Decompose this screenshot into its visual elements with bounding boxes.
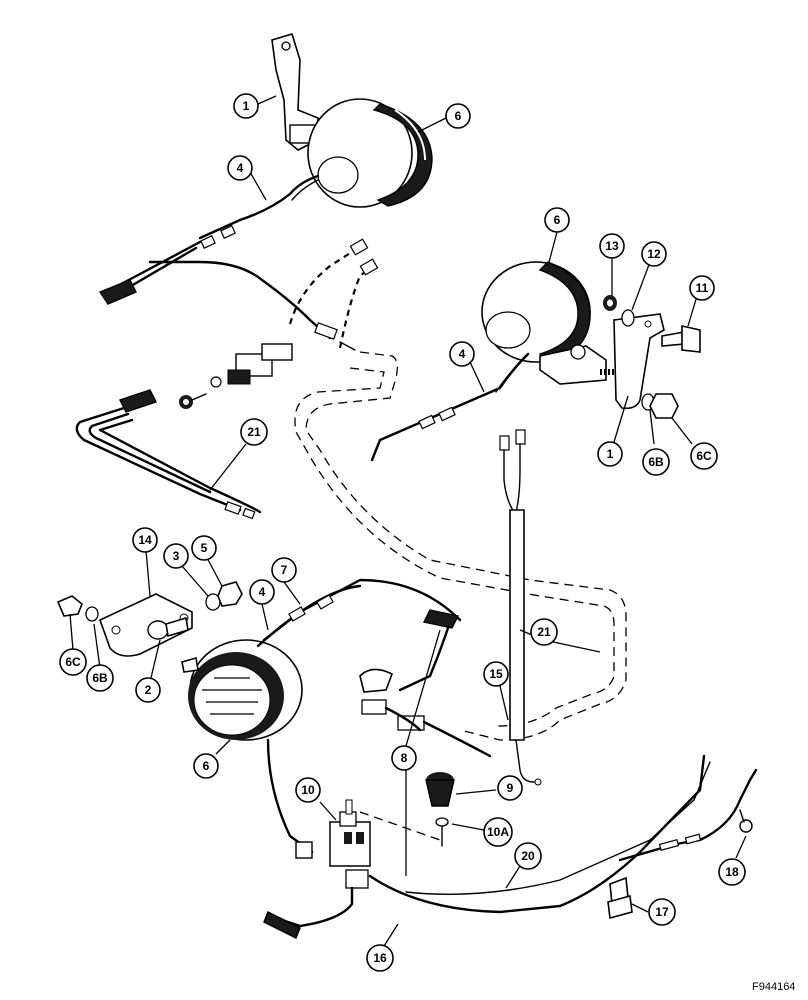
callout-5: 5	[191, 535, 217, 561]
svg-text:14: 14	[138, 533, 152, 547]
figure-id: F944164	[752, 981, 795, 993]
upper-harness	[98, 238, 379, 409]
callout-6C-left: 6C	[59, 648, 87, 676]
svg-text:6: 6	[203, 759, 210, 773]
callout-6-lower: 6	[193, 753, 219, 779]
svg-text:4: 4	[259, 585, 266, 599]
callout-8: 8	[391, 745, 417, 771]
callout-4-lower: 4	[249, 579, 275, 605]
svg-text:1: 1	[607, 447, 614, 461]
callout-13: 13	[599, 233, 625, 259]
callout-6-upper: 6	[445, 103, 471, 129]
upper-lamp-assembly	[198, 33, 433, 249]
switch-knob-9	[425, 772, 455, 847]
callout-1-right: 1	[597, 441, 623, 467]
callout-10A: 10A	[483, 817, 513, 847]
svg-text:6B: 6B	[92, 671, 108, 685]
svg-text:12: 12	[647, 247, 661, 261]
callout-4-right: 4	[449, 341, 475, 367]
svg-text:10: 10	[301, 783, 315, 797]
svg-text:17: 17	[655, 905, 669, 919]
svg-text:15: 15	[489, 667, 503, 681]
callout-1-upper: 1	[233, 93, 259, 119]
svg-text:6B: 6B	[648, 455, 664, 469]
svg-text:11: 11	[696, 281, 709, 295]
callout-21-right: 21	[530, 618, 558, 646]
svg-text:5: 5	[201, 541, 208, 555]
lower-lamp-assembly	[181, 578, 462, 741]
harness-21-routing-outline	[294, 351, 627, 741]
callout-2: 2	[135, 677, 161, 703]
center-harness	[266, 626, 492, 859]
svg-text:6C: 6C	[65, 655, 81, 669]
svg-text:20: 20	[521, 849, 535, 863]
svg-text:7: 7	[281, 563, 288, 577]
callout-6B-right: 6B	[642, 448, 670, 476]
svg-text:4: 4	[459, 347, 466, 361]
svg-text:9: 9	[507, 781, 514, 795]
svg-text:13: 13	[605, 239, 619, 253]
svg-text:2: 2	[145, 683, 152, 697]
svg-text:16: 16	[373, 951, 387, 965]
left-lamp-bracket	[56, 581, 243, 657]
callout-6-right: 6	[544, 207, 570, 233]
svg-text:6C: 6C	[696, 449, 712, 463]
svg-text:6: 6	[455, 109, 462, 123]
svg-text:21: 21	[537, 625, 551, 639]
svg-text:3: 3	[173, 549, 180, 563]
callout-6C-right: 6C	[690, 442, 718, 470]
callout-leaders	[69, 95, 747, 947]
callout-14: 14	[132, 527, 158, 553]
right-lamp-assembly	[370, 261, 701, 462]
callout-18: 18	[718, 858, 746, 886]
svg-text:1: 1	[243, 99, 250, 113]
svg-text:18: 18	[725, 865, 739, 879]
callout-15: 15	[483, 661, 509, 687]
vertical-lead-15	[499, 429, 542, 786]
relay-block-10	[263, 799, 441, 939]
callout-9: 9	[497, 775, 523, 801]
callout-6B-left: 6B	[86, 664, 114, 692]
svg-text:4: 4	[237, 161, 244, 175]
callout-10: 10	[295, 777, 321, 803]
callout-11: 11	[689, 275, 715, 301]
left-harness-21	[75, 389, 262, 520]
callout-20: 20	[514, 842, 542, 870]
callout-21-left: 21	[240, 418, 268, 446]
svg-text:21: 21	[247, 425, 261, 439]
callout-3: 3	[163, 543, 189, 569]
callout-12: 12	[641, 241, 667, 267]
callout-16: 16	[366, 944, 394, 972]
callout-4-upper: 4	[227, 155, 253, 181]
svg-text:6: 6	[554, 213, 561, 227]
lower-harness	[368, 754, 758, 920]
callout-17: 17	[648, 898, 676, 926]
svg-text:8: 8	[401, 751, 408, 765]
svg-text:10A: 10A	[487, 825, 509, 839]
callout-7: 7	[271, 557, 297, 583]
